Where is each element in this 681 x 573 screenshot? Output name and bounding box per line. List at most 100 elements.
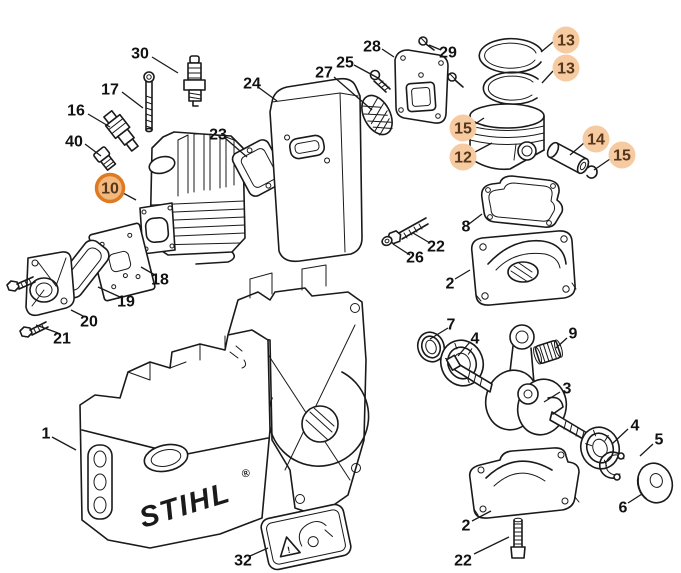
callout-leader-line bbox=[541, 70, 554, 84]
callout-27-7[interactable]: 27 bbox=[315, 65, 373, 111]
plug-fitting-drawing bbox=[93, 146, 117, 171]
callout-leader-line bbox=[555, 337, 568, 349]
callout-number: 29 bbox=[439, 45, 457, 62]
callout-number: 12 bbox=[454, 150, 472, 167]
callout-22-18[interactable]: 22 bbox=[412, 232, 445, 256]
callout-number: 20 bbox=[80, 314, 98, 331]
callout-10-4[interactable]: 10 bbox=[94, 172, 137, 204]
callout-number: 28 bbox=[363, 39, 381, 56]
callout-13-11[interactable]: 13 bbox=[540, 26, 580, 54]
crankcase-drawing: STIHL ® bbox=[79, 264, 370, 549]
warning-exclamation: ! bbox=[286, 545, 291, 555]
callout-32-26[interactable]: 32 bbox=[234, 547, 269, 570]
piston-pin-drawing bbox=[546, 141, 590, 175]
callout-number: 16 bbox=[67, 103, 85, 120]
spark-screen-drawing bbox=[361, 94, 393, 136]
callout-30-0[interactable]: 30 bbox=[131, 46, 179, 74]
piston-drawing bbox=[469, 103, 545, 171]
crankshaft-drawing bbox=[445, 324, 601, 448]
highlighted-part-marker bbox=[449, 114, 477, 142]
callout-leader-line bbox=[122, 192, 137, 201]
callout-number: 6 bbox=[619, 500, 628, 517]
callout-23-5[interactable]: 23 bbox=[209, 127, 248, 158]
callout-number: 13 bbox=[557, 61, 575, 78]
callout-leader-line bbox=[457, 341, 471, 357]
washer-26-drawing bbox=[381, 235, 393, 247]
callout-leader-line bbox=[468, 213, 483, 225]
callout-40-3[interactable]: 40 bbox=[65, 134, 102, 157]
callout-leader-line bbox=[471, 510, 492, 522]
callout-15-13[interactable]: 15 bbox=[449, 114, 485, 142]
callout-22-35[interactable]: 22 bbox=[454, 536, 510, 570]
callout-leader-line bbox=[51, 436, 77, 451]
highlighted-part-marker bbox=[552, 54, 580, 82]
callout-2-20[interactable]: 2 bbox=[446, 269, 471, 293]
callout-26-19[interactable]: 26 bbox=[392, 243, 424, 267]
cylinder-bolt-drawing bbox=[143, 71, 155, 133]
callout-25-8[interactable]: 25 bbox=[336, 55, 379, 79]
callout-number: 15 bbox=[454, 121, 472, 138]
callout-6-33[interactable]: 6 bbox=[619, 493, 643, 517]
callout-leader-line bbox=[381, 48, 395, 58]
callout-16-2[interactable]: 16 bbox=[67, 103, 111, 128]
stihl-registered-mark: ® bbox=[240, 467, 251, 481]
callout-3-30[interactable]: 3 bbox=[543, 381, 572, 403]
callout-number: 26 bbox=[406, 250, 424, 267]
callout-leader-line bbox=[84, 143, 102, 157]
highlighted-part-marker bbox=[449, 143, 477, 171]
callout-4-28[interactable]: 4 bbox=[457, 331, 480, 357]
callout-leader-line bbox=[611, 428, 629, 445]
highlighted-part-marker bbox=[582, 125, 610, 153]
callout-17-1[interactable]: 17 bbox=[101, 82, 144, 109]
callout-number: 27 bbox=[315, 65, 333, 82]
callout-number: 32 bbox=[234, 553, 252, 570]
callout-number: 21 bbox=[53, 331, 71, 348]
callout-number: 18 bbox=[151, 272, 169, 289]
callout-2-34[interactable]: 2 bbox=[462, 510, 492, 535]
callout-14-15[interactable]: 14 bbox=[569, 125, 610, 156]
callout-4-31[interactable]: 4 bbox=[611, 418, 640, 445]
callout-15-16[interactable]: 15 bbox=[593, 141, 636, 171]
callout-1-25[interactable]: 1 bbox=[42, 426, 77, 451]
callout-leader-line bbox=[428, 44, 442, 51]
callout-leader-line bbox=[474, 142, 493, 153]
callout-number: 8 bbox=[462, 219, 471, 236]
callout-leader-line bbox=[543, 391, 561, 403]
callout-leader-line bbox=[569, 142, 585, 156]
callout-24-6[interactable]: 24 bbox=[243, 76, 278, 102]
oil-seal-drawing bbox=[416, 331, 446, 363]
callout-leader-line bbox=[473, 536, 510, 555]
screw-29-drawing bbox=[418, 36, 464, 88]
callout-number: 14 bbox=[587, 132, 605, 149]
callout-number: 7 bbox=[447, 317, 456, 334]
callout-number: 23 bbox=[209, 127, 227, 144]
callout-8-17[interactable]: 8 bbox=[462, 213, 483, 236]
callout-13-12[interactable]: 13 bbox=[541, 54, 580, 84]
callout-leader-line bbox=[540, 41, 554, 53]
callout-9-29[interactable]: 9 bbox=[555, 326, 578, 349]
callout-number: 9 bbox=[569, 326, 578, 343]
callout-5-32[interactable]: 5 bbox=[639, 432, 664, 457]
cover-plate-drawing bbox=[394, 49, 449, 124]
callout-number: 19 bbox=[117, 294, 135, 311]
callout-12-14[interactable]: 12 bbox=[449, 142, 493, 171]
callout-leader-line bbox=[151, 56, 179, 74]
callout-19-22[interactable]: 19 bbox=[97, 286, 135, 311]
callout-leader-line bbox=[333, 76, 373, 111]
callout-21-24[interactable]: 21 bbox=[35, 324, 71, 348]
callout-leader-line bbox=[593, 158, 611, 171]
callout-20-23[interactable]: 20 bbox=[70, 309, 98, 331]
callout-number: 22 bbox=[454, 553, 472, 570]
callout-18-21[interactable]: 18 bbox=[140, 266, 169, 289]
callout-leader-line bbox=[412, 232, 431, 244]
bolt-22-lower-drawing bbox=[510, 517, 526, 559]
callout-7-27[interactable]: 7 bbox=[429, 317, 456, 340]
callout-28-9[interactable]: 28 bbox=[363, 39, 395, 58]
callout-number: 10 bbox=[101, 181, 119, 198]
callout-leader-line bbox=[392, 243, 411, 256]
callout-29-10[interactable]: 29 bbox=[428, 44, 457, 62]
callout-number: 3 bbox=[563, 381, 572, 398]
